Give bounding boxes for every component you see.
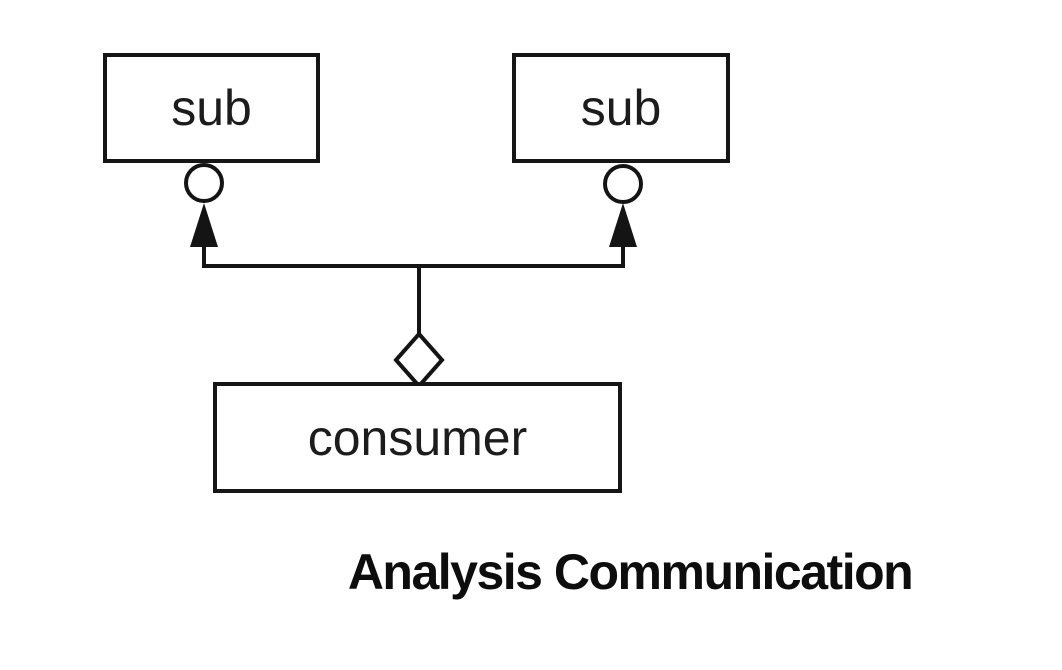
arrowhead-icon-left <box>190 203 218 247</box>
interface-circle-icon-right <box>603 164 643 204</box>
diagram-caption: Analysis Communication <box>347 544 914 600</box>
node-consumer-label: consumer <box>307 409 528 466</box>
node-sub-left: sub <box>103 53 320 163</box>
fork-connector-line <box>202 244 625 268</box>
node-sub-right-label: sub <box>580 80 662 136</box>
aggregation-diamond-icon <box>393 330 445 390</box>
interface-circle-icon-left <box>184 163 224 203</box>
arrowhead-icon-right <box>609 203 637 247</box>
node-sub-left-label: sub <box>171 80 252 136</box>
node-consumer: consumer <box>213 382 622 493</box>
node-sub-right: sub <box>512 53 730 163</box>
